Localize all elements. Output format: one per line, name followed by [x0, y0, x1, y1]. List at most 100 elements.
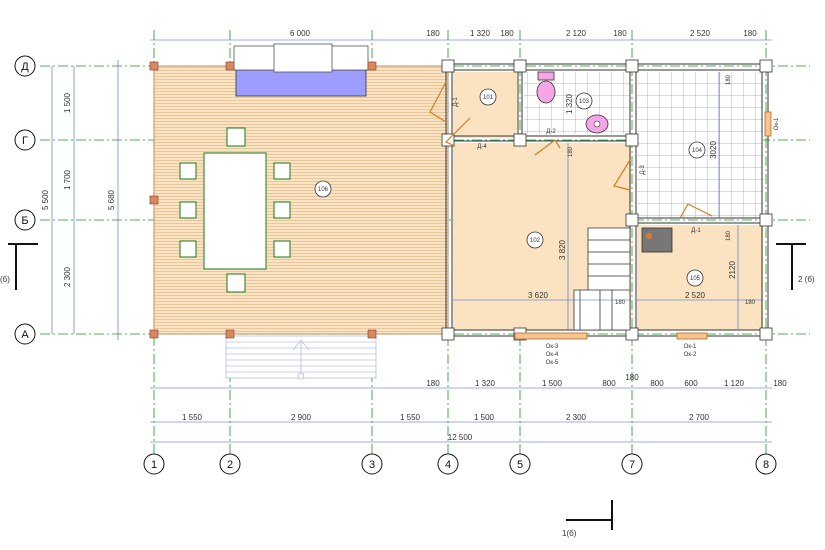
dim-hall-height: 3 820	[558, 239, 567, 260]
room-bubbles	[314, 88, 706, 287]
dim-bottom-inner: 1 120	[724, 379, 745, 388]
dim-top: 180	[613, 29, 627, 38]
toilet-icon	[536, 71, 556, 104]
staircase	[573, 227, 631, 331]
dim-bottom: 1 500	[474, 413, 495, 422]
door-label: Д-1	[691, 228, 701, 234]
axis-row-label: А	[21, 329, 29, 341]
axis-row-label: Г	[22, 135, 28, 147]
window-ok1-2	[676, 332, 708, 340]
window-ok1-side	[764, 111, 772, 137]
axis-col-label: 2	[227, 459, 233, 471]
dim-105-width: 2 520	[685, 291, 706, 300]
dim-bottom-inner: 180	[773, 379, 787, 388]
section-label-right: 2 (б)	[798, 275, 815, 284]
chair	[179, 240, 197, 258]
door-label: Д-4	[477, 144, 487, 150]
dim-bottom-inner: 1 500	[542, 379, 563, 388]
room-number: 105	[690, 276, 701, 282]
dim-top: 180	[426, 29, 440, 38]
axis-row-label: Б	[21, 215, 28, 227]
window-label: Ок-3	[546, 344, 559, 350]
terrace-steps	[225, 335, 377, 380]
window-label: Ок-5	[546, 360, 559, 366]
dim-bottom-inner: 180	[625, 373, 639, 382]
axis-row-label: Д	[21, 61, 29, 73]
dim-misc: 180	[726, 74, 732, 85]
dim-left-inner: 5 680	[107, 189, 116, 210]
window-label: Ок-1	[774, 117, 780, 130]
dim-top: 180	[500, 29, 514, 38]
dim-left: 1 500	[63, 92, 72, 113]
terrace-posts	[149, 61, 377, 339]
axis-col-label: 8	[763, 459, 769, 471]
dim-bottom-inner: 800	[602, 379, 616, 388]
dim-bottom-inner: 180	[426, 379, 440, 388]
section-markers	[8, 243, 806, 530]
doors	[429, 81, 713, 219]
dim-bath-height: 1 320	[565, 93, 574, 114]
dim-bottom-inner: 800	[650, 379, 664, 388]
window-label: Ок-2	[684, 352, 697, 358]
terrace-deck	[153, 65, 449, 335]
door-label: Д-3	[640, 165, 646, 175]
window-label: Ок-1	[684, 344, 697, 350]
dim-misc: 180	[726, 230, 732, 241]
axis-col-label: 7	[629, 459, 635, 471]
dim-left: 2 300	[63, 266, 72, 287]
chair	[226, 127, 246, 147]
dim-top-left: 6 000	[290, 29, 311, 38]
dim-bottom: 2 700	[689, 413, 710, 422]
section-label-left: (б)	[0, 275, 10, 284]
dim-top: 2 120	[566, 29, 587, 38]
dim-bottom-inner: 600	[684, 379, 698, 388]
sink-icon	[585, 114, 609, 134]
door-label: Д-2	[546, 129, 556, 135]
axis-col-label: 1	[151, 459, 157, 471]
dining-table	[203, 152, 267, 270]
dim-left: 1 700	[63, 169, 72, 190]
dim-top: 2 520	[690, 29, 711, 38]
dim-bottom: 2 300	[566, 413, 587, 422]
chair	[179, 162, 197, 180]
chair	[273, 240, 291, 258]
dimension-lines	[51, 39, 772, 443]
chair	[273, 162, 291, 180]
dim-bottom: 2 900	[291, 413, 312, 422]
room-number: 106	[318, 187, 329, 193]
dim-top: 180	[743, 29, 757, 38]
chair	[226, 273, 246, 293]
canopy	[235, 69, 367, 97]
chair	[273, 201, 291, 219]
door-label: Д-1	[453, 97, 459, 107]
dim-door: 180	[568, 146, 574, 157]
section-label-bottom: 1(б)	[562, 529, 577, 538]
dim-misc: 180	[615, 300, 626, 306]
dim-104-height: 3020	[709, 141, 718, 159]
floor-101	[453, 72, 517, 138]
dim-105-height: 2120	[728, 261, 737, 279]
room-number: 102	[530, 238, 541, 244]
room-number: 103	[579, 99, 590, 105]
chair	[179, 201, 197, 219]
room-number: 101	[483, 95, 494, 101]
window-label: Ок-4	[546, 352, 559, 358]
dim-top: 1 320	[470, 29, 491, 38]
dim-bottom: 1 550	[400, 413, 421, 422]
dim-bottom: 1 550	[182, 413, 203, 422]
dim-misc: 180	[745, 300, 756, 306]
canopy-chimney	[273, 43, 333, 73]
dim-bottom-inner: 1 320	[475, 379, 496, 388]
window-ok3-4-5	[514, 332, 588, 340]
axis-col-label: 4	[445, 459, 451, 471]
axis-col-label: 5	[517, 459, 523, 471]
axis-col-label: 3	[369, 459, 375, 471]
dim-bottom-total: 12 500	[448, 433, 473, 442]
room-number: 104	[692, 148, 703, 154]
axis-bubbles	[14, 55, 777, 475]
dining-set	[179, 127, 291, 293]
dim-hall-width: 3 620	[528, 291, 549, 300]
dim-left-total: 5 500	[41, 189, 50, 210]
stove-icon	[641, 227, 673, 253]
